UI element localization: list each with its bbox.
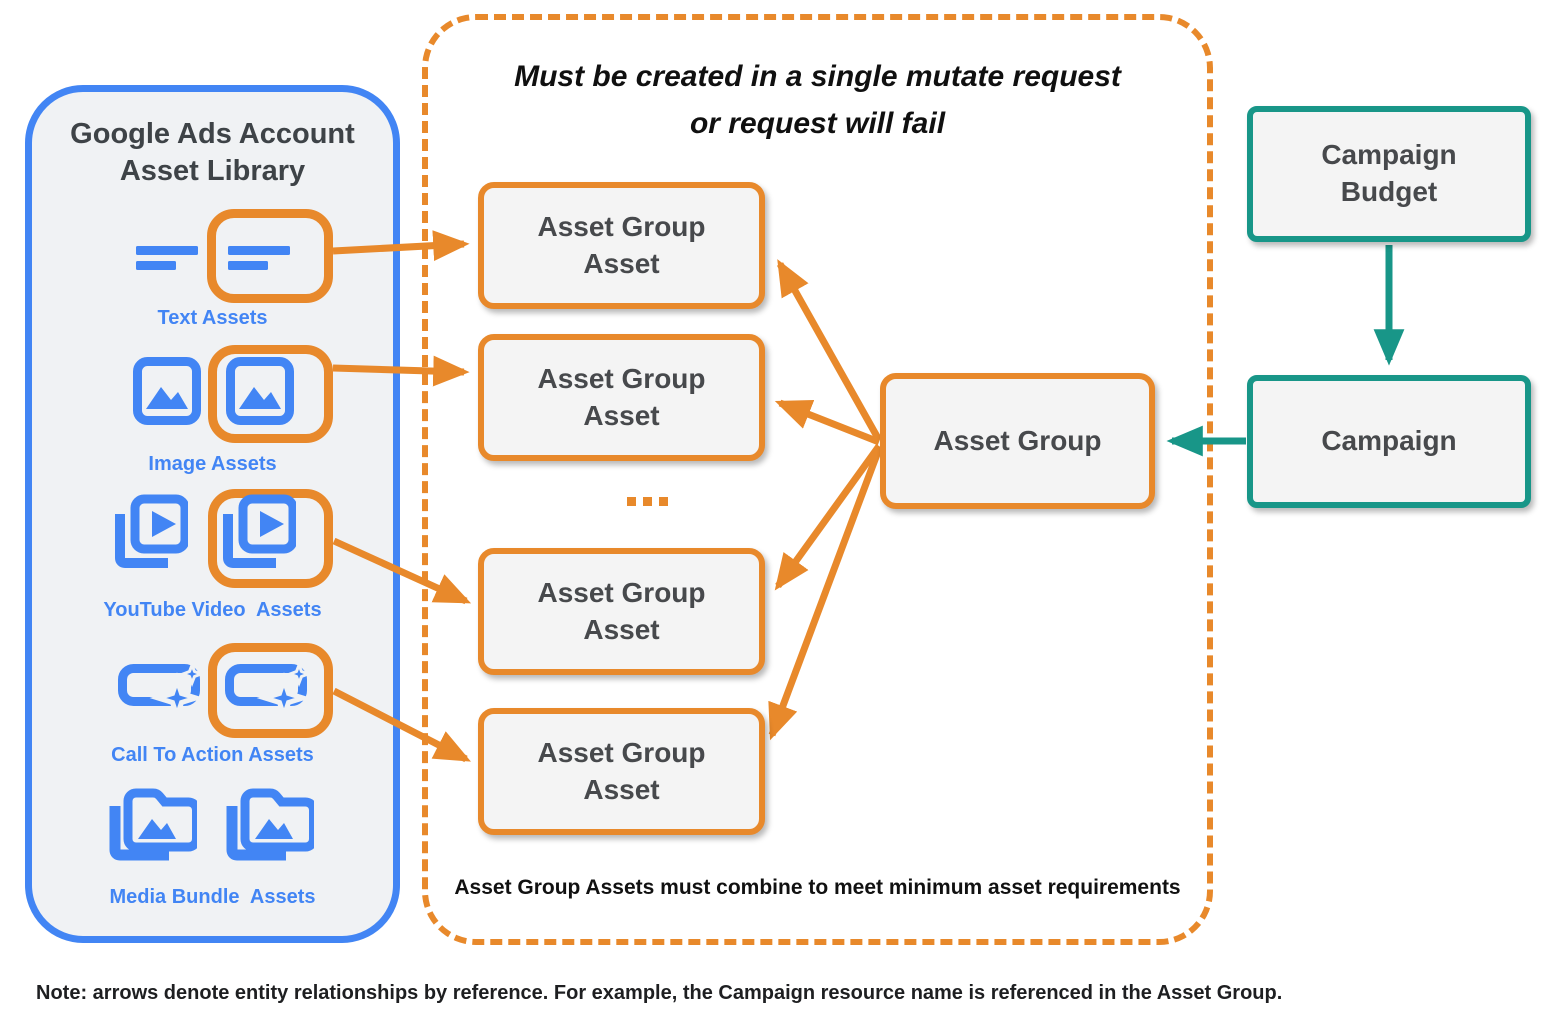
campaign-box: Campaign	[1247, 375, 1531, 508]
ellipsis	[627, 497, 668, 506]
text-assets-label: Text Assets	[157, 307, 268, 329]
arrow-asset-group-to-aga3	[774, 443, 882, 591]
arrow-youtube-asset-to-aga3	[332, 537, 472, 605]
mutate-request-title-line1: Must be created in a single mutate reque…	[514, 60, 1121, 93]
arrow-asset-group-to-aga1	[776, 259, 883, 442]
asset-library-title-line2: Asset Library	[119, 155, 306, 188]
media-bundle-assets-label: Media Bundle Assets	[109, 886, 316, 908]
arrow-text-asset-to-aga1	[332, 230, 470, 262]
media-bundle-asset-icon	[226, 788, 314, 861]
text-asset-icon	[136, 261, 176, 270]
text-asset-icon	[136, 246, 198, 255]
youtube-video-assets-label: YouTube Video Assets	[103, 599, 322, 621]
highlight-ring-cta-asset	[208, 643, 333, 738]
ellipsis-dot	[627, 497, 636, 506]
cta-asset-icon	[118, 660, 206, 718]
image-assets-label: Image Assets	[148, 453, 277, 475]
image-asset-icon	[133, 357, 201, 425]
arrow-cta-asset-to-aga4	[332, 687, 471, 763]
campaign-budget-box: Campaign Budget	[1247, 106, 1531, 242]
asset-library-title-line1: Google Ads Account	[70, 118, 355, 150]
mutate-group-footnote: Asset Group Assets must combine to meet …	[454, 876, 1181, 899]
asset-group-asset-box-2: Asset Group Asset	[478, 334, 765, 461]
ellipsis-dot	[659, 497, 668, 506]
asset-library-title: Google Ads Account Asset Library	[25, 116, 400, 190]
ellipsis-dot	[643, 497, 652, 506]
arrow-image-asset-to-aga2	[332, 355, 470, 387]
mutate-request-title-line2: or request will fail	[689, 106, 946, 140]
media-bundle-asset-icon	[109, 788, 197, 861]
asset-group-asset-box-1: Asset Group Asset	[478, 182, 765, 309]
image-asset-icon	[226, 357, 294, 425]
arrow-asset-group-to-aga2	[774, 399, 881, 446]
highlight-ring-youtube-asset	[208, 489, 333, 588]
arrow-asset-group-to-aga4	[768, 447, 883, 741]
youtube-video-asset-icon	[223, 494, 296, 568]
mutate-request-title: Must be created in a single mutate reque…	[422, 54, 1213, 147]
text-asset-icon	[228, 246, 290, 255]
youtube-video-asset-icon	[115, 494, 188, 568]
asset-group-box: Asset Group	[880, 373, 1155, 509]
highlight-ring-image-asset	[208, 345, 333, 443]
text-asset-icon	[228, 261, 268, 270]
call-to-action-assets-label: Call To Action Assets	[111, 744, 314, 766]
asset-group-asset-box-4: Asset Group Asset	[478, 708, 765, 835]
highlight-ring-text-asset	[207, 209, 333, 303]
asset-group-asset-box-3: Asset Group Asset	[478, 548, 765, 675]
cta-asset-icon	[225, 660, 313, 718]
diagram-note: Note: arrows denote entity relationships…	[36, 982, 1283, 1004]
